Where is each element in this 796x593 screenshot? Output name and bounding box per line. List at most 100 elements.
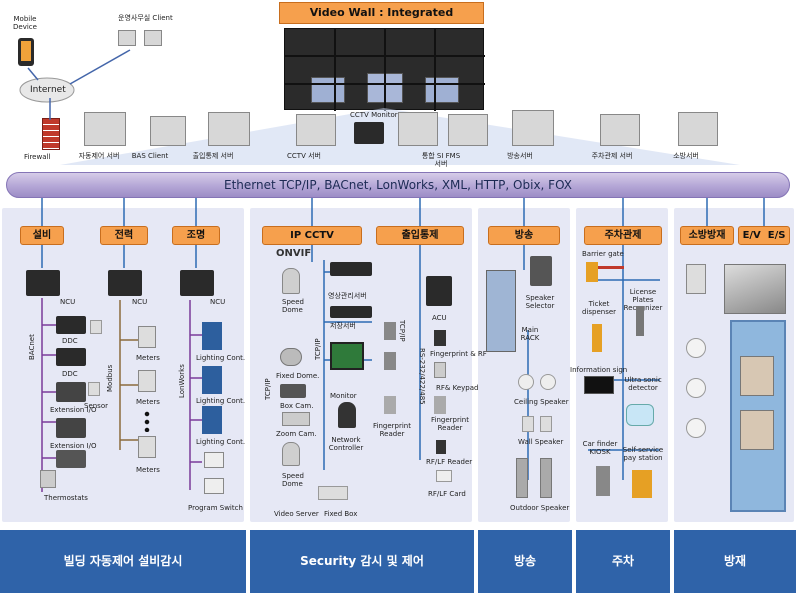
group-label-facility: 설비 xyxy=(20,226,64,245)
footer-building: 빌딩 자동제어 설비감시 xyxy=(0,530,246,593)
internet-label: Internet xyxy=(30,85,66,95)
server-label: 방송서버 xyxy=(507,152,533,160)
zoom-cam-label: Zoom Cam. xyxy=(276,430,317,438)
group-label-ip-cctv: IP CCTV xyxy=(262,226,362,245)
ddc-label: DDC xyxy=(62,337,78,345)
mobile-label: Mobile Device xyxy=(13,15,37,31)
meters-label: Meters xyxy=(136,354,160,362)
modbus-label: Modbus xyxy=(106,364,114,392)
ddc-label: DDC xyxy=(62,370,78,378)
acu-device xyxy=(426,276,452,306)
network-controller-label: Network Controller xyxy=(328,436,364,452)
barrier-label: Barrier gate xyxy=(582,250,624,258)
monitor-display xyxy=(330,342,364,370)
info-sign-label: Information sign xyxy=(570,366,628,374)
vms-label: 영상관리서버 xyxy=(328,292,367,300)
fixed-dome-camera xyxy=(280,348,302,366)
footer-broadcast: 방송 xyxy=(478,530,572,593)
video-server-label: Video Server xyxy=(274,510,319,518)
lighting-cont-label: Lighting Cont. xyxy=(196,438,246,446)
ticket-dispenser xyxy=(592,324,602,352)
box-cam-label: Box Cam. xyxy=(280,402,314,410)
fingerprint-reader-device xyxy=(384,396,396,414)
wall-speaker-label: Wall Speaker xyxy=(518,438,564,446)
lighting-cont-label: Lighting Cont. xyxy=(196,397,246,405)
thermostat-device xyxy=(56,450,86,468)
mobile-screen xyxy=(21,41,31,61)
lighting-controller xyxy=(202,322,222,350)
outdoor-speaker-label: Outdoor Speaker xyxy=(510,504,570,512)
group-label-fire: 소방방재 xyxy=(680,226,734,245)
ultra-sonic-label: Ultra sonic detector xyxy=(624,376,662,392)
fixed-box-camera xyxy=(318,486,348,500)
wall-speaker-icon xyxy=(522,416,534,432)
sensor-icon xyxy=(90,320,102,334)
access-tcpip-label: TCP/IP xyxy=(398,320,406,342)
elevator-car xyxy=(740,410,774,450)
program-switch-label: Program Switch xyxy=(188,504,243,512)
rflf-card-icon xyxy=(436,470,452,482)
rf-keypad-label: RF& Keypad xyxy=(436,384,479,392)
monitor-label: Monitor xyxy=(330,392,357,400)
server-workstation xyxy=(84,112,126,146)
outdoor-speaker-icon xyxy=(540,458,552,498)
group-label-broadcast: 방송 xyxy=(488,226,560,245)
meter-icon xyxy=(138,436,156,458)
server-workstation xyxy=(678,112,718,146)
sensor-label: Sensor xyxy=(84,402,108,410)
fp-reader-label: Fingerprint Reader xyxy=(373,422,411,438)
fixed-dome-label: Fixed Dome. xyxy=(276,372,320,380)
extension-io-label: Extension I/O xyxy=(50,406,97,414)
speaker-selector-label: Speaker Selector xyxy=(525,294,555,310)
fp-reader-label: Fingerprint Reader xyxy=(431,416,469,432)
video-wall xyxy=(284,28,485,111)
thermostat-device xyxy=(40,470,56,488)
rflf-reader-label: RF/LF Reader xyxy=(426,458,473,466)
program-switch-icon xyxy=(204,452,224,468)
ultra-sonic-detector xyxy=(626,404,654,426)
ethernet-bus: Ethernet TCP/IP, BACnet, LonWorks, XML, … xyxy=(6,172,790,198)
server-workstation xyxy=(150,116,186,146)
ddc-device xyxy=(56,316,86,334)
car-finder-label: Car finder KIOSK xyxy=(582,440,618,456)
program-switch-icon xyxy=(204,478,224,494)
ceiling-speaker-icon xyxy=(540,374,556,390)
ellipsis-dots xyxy=(144,410,150,432)
elevator-car xyxy=(740,356,774,396)
lighting-controller xyxy=(202,366,222,394)
rf-keypad-device xyxy=(434,362,446,378)
fp-rf-label: Fingerprint & RF xyxy=(430,350,487,358)
cctv-monitor-label: CCTV Monitor xyxy=(350,111,398,119)
speed-dome-camera xyxy=(282,268,300,294)
rs-label: RS-232/422/485 xyxy=(418,348,426,405)
ops-client-pc xyxy=(144,30,162,46)
box-camera xyxy=(280,384,306,398)
ops-client-label: 운영사무실 Client xyxy=(118,14,173,22)
speed-dome-label: Speed Dome xyxy=(282,298,304,314)
fingerprint-reader-device xyxy=(384,322,396,340)
footer-parking: 주차 xyxy=(576,530,670,593)
ddc-device xyxy=(56,348,86,366)
group-label-elevator: E/V E/S xyxy=(738,226,790,245)
ncu-device xyxy=(108,270,142,296)
tcpip-label: TCP/IP xyxy=(264,378,272,400)
server-label: 자동제어 서버 xyxy=(78,152,120,160)
thermostats-label: Thermostats xyxy=(44,494,88,502)
pay-station xyxy=(632,470,652,498)
ncu-label: NCU xyxy=(210,298,226,306)
extension-io-label: Extension I/O xyxy=(50,442,97,450)
server-workstation xyxy=(600,114,640,146)
footer-disaster: 방재 xyxy=(674,530,796,593)
server-workstation xyxy=(296,114,336,146)
fingerprint-reader-device xyxy=(434,396,446,414)
group-label-access: 출입통제 xyxy=(376,226,464,245)
main-rack-label: Main RACK xyxy=(520,326,540,342)
ncu-label: NCU xyxy=(132,298,148,306)
speed-dome-camera xyxy=(282,442,300,466)
acu-label: ACU xyxy=(432,314,447,322)
smoke-detector-icon xyxy=(686,418,706,438)
internet-cloud xyxy=(19,77,75,103)
smoke-detector-icon xyxy=(686,378,706,398)
server-workstation xyxy=(448,114,488,146)
outdoor-speaker-icon xyxy=(516,458,528,498)
